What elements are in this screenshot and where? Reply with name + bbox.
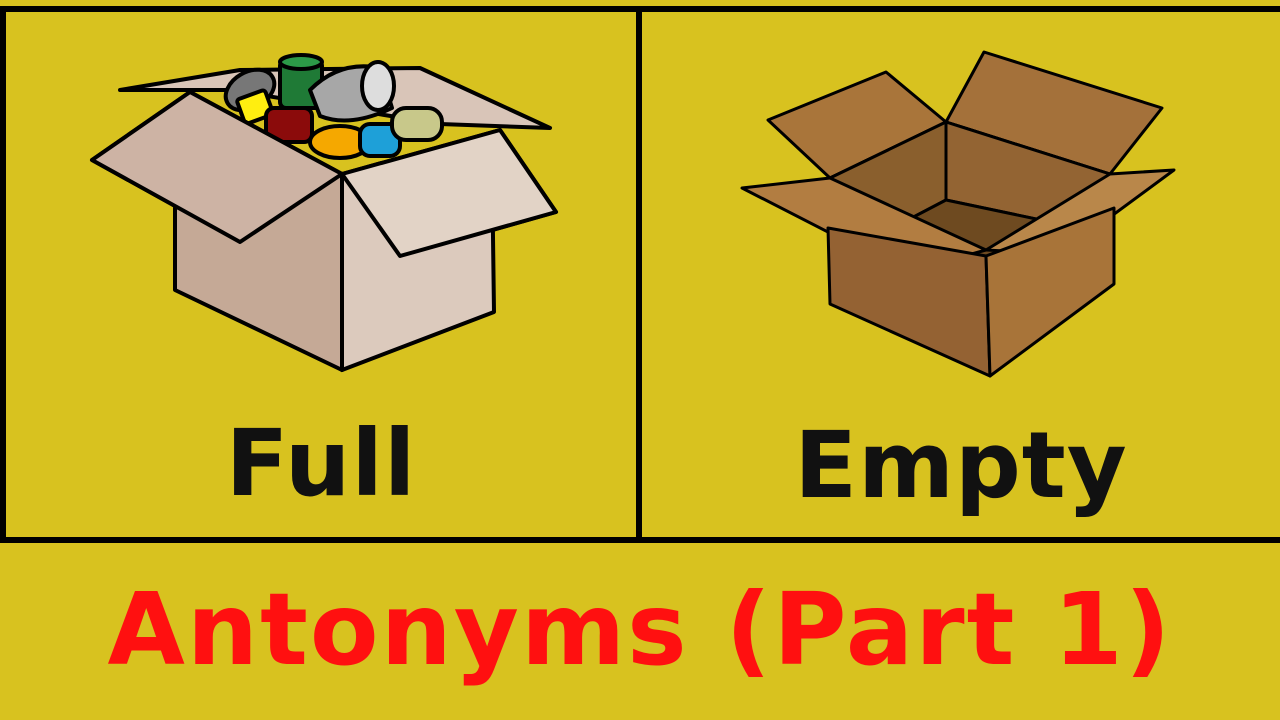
page-title: Antonyms (Part 1): [107, 571, 1173, 688]
word-full: Full: [225, 410, 417, 517]
empty-box-icon: [740, 50, 1176, 378]
full-box-icon: [90, 53, 558, 372]
word-empty: Empty: [794, 412, 1128, 519]
